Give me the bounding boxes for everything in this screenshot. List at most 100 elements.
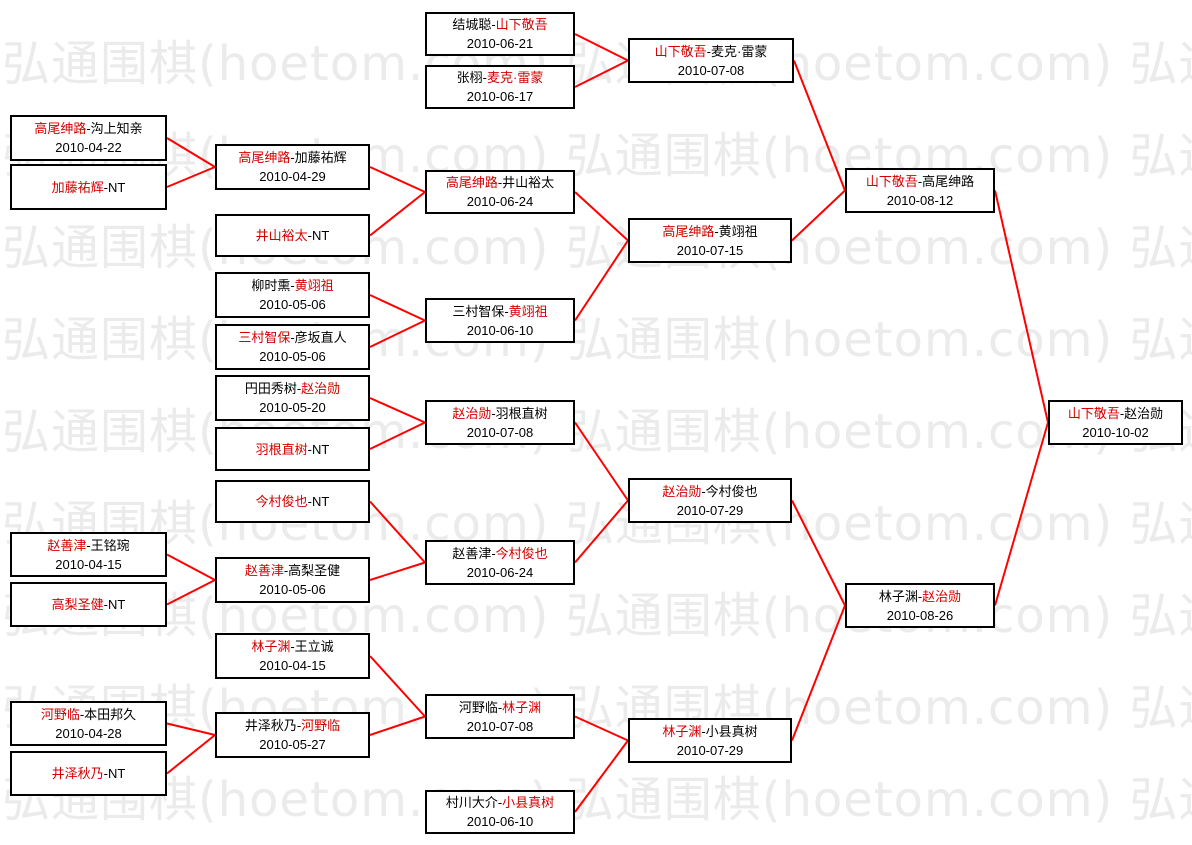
match-box: 高尾绅路-沟上知亲 2010-04-22 <box>10 115 167 161</box>
match-players: 井泽秋乃-NT <box>52 764 126 783</box>
separator: - <box>296 381 302 396</box>
player2-name: 沟上知亲 <box>90 121 143 136</box>
match-players: 赵治勋-今村俊也 <box>662 482 757 501</box>
match-box: 高梨圣健-NT <box>10 582 167 627</box>
player2-name: 黄翊祖 <box>508 303 548 319</box>
match-box: 井山裕太-NT <box>215 214 370 257</box>
match-players: 赵善津-王铭琬 <box>47 536 129 555</box>
match-date: 2010-06-17 <box>466 89 534 104</box>
separator: - <box>917 588 923 604</box>
match-box: 山下敬吾-赵治勋 2010-10-02 <box>1048 400 1183 445</box>
match-box: 三村智保-彦坂直人 2010-05-06 <box>215 324 370 370</box>
player2-name: 羽根直树 <box>495 405 548 421</box>
player2-name: 赵治勋 <box>301 381 341 396</box>
player1-name: 高尾绅路 <box>238 150 291 165</box>
player1-name: 高尾绅路 <box>34 121 87 136</box>
player2-name: 麦克·雷蒙 <box>711 43 768 59</box>
player2-name: 王铭琬 <box>90 537 130 553</box>
match-players: 円田秀树-赵治勋 <box>245 379 340 398</box>
player1-name: 结城聪 <box>452 17 492 32</box>
player1-name: 羽根直树 <box>255 441 308 457</box>
separator: - <box>706 43 711 59</box>
player1-name: 今村俊也 <box>255 494 308 509</box>
match-box: 山下敬吾-高尾绅路 2010-08-12 <box>845 168 995 213</box>
match-players: 山下敬吾-高尾绅路 <box>866 172 974 191</box>
match-players: 井山裕太-NT <box>256 226 330 245</box>
player2-name: NT <box>108 766 126 781</box>
separator: - <box>103 179 108 195</box>
separator: - <box>504 303 509 319</box>
player1-name: 赵善津 <box>452 545 492 561</box>
match-date: 2010-10-02 <box>1082 424 1149 440</box>
match-date: 2010-05-06 <box>259 297 326 312</box>
player2-name: 林子渊 <box>502 699 542 715</box>
player1-name: 林子渊 <box>878 588 918 604</box>
player2-name: 河野临 <box>301 718 341 733</box>
player2-name: 彦坂直人 <box>294 330 347 345</box>
player2-name: 麦克·雷蒙 <box>487 70 544 85</box>
separator: - <box>714 223 719 239</box>
match-box: 赵善津-王铭琬 2010-04-15 <box>10 532 167 577</box>
separator: - <box>290 150 295 165</box>
player1-name: 赵善津 <box>47 537 87 553</box>
match-players: 高尾绅路-加藤祐辉 <box>238 148 346 167</box>
match-date: 2010-06-24 <box>466 564 534 580</box>
match-box: 赵治勋-羽根直树 2010-07-08 <box>425 400 575 445</box>
match-players: 林子渊-赵治勋 <box>879 587 961 606</box>
match-date: 2010-07-29 <box>676 502 744 518</box>
match-date: 2010-06-21 <box>466 36 534 51</box>
separator: - <box>290 639 295 654</box>
match-date: 2010-04-22 <box>55 140 122 155</box>
match-date: 2010-04-29 <box>259 169 326 184</box>
player1-name: 林子渊 <box>662 723 702 739</box>
match-box: 三村智保-黄翊祖 2010-06-10 <box>425 298 575 343</box>
player1-name: 赵治勋 <box>452 405 492 421</box>
player2-name: NT <box>312 228 330 243</box>
watermark-text: 弘通围棋(hoetom.com) 弘通围棋(hoetom.com) 弘通围棋(h… <box>2 496 1192 552</box>
separator: - <box>296 718 302 733</box>
match-players: 张栩-麦克·雷蒙 <box>457 68 544 87</box>
match-box: 井泽秋乃-NT <box>10 751 167 796</box>
separator: - <box>701 483 706 499</box>
watermark-text: 弘通围棋(hoetom.com) 弘通围棋(hoetom.com) 弘通围棋(h… <box>2 312 1192 368</box>
separator: - <box>497 795 503 810</box>
match-date: 2010-06-10 <box>466 322 534 338</box>
match-players: 山下敬吾-麦克·雷蒙 <box>655 42 768 61</box>
match-box: 今村俊也-NT <box>215 480 370 523</box>
match-date: 2010-05-06 <box>259 349 326 364</box>
match-players: 赵善津-高梨圣健 <box>245 561 340 580</box>
match-box: 张栩-麦克·雷蒙 2010-06-17 <box>425 65 575 109</box>
player2-name: 王立诚 <box>294 639 334 654</box>
match-date: 2010-04-15 <box>259 658 326 673</box>
player2-name: NT <box>108 179 126 195</box>
match-box: 加藤祐辉-NT <box>10 164 167 210</box>
match-players: 林子渊-王立诚 <box>251 637 333 656</box>
separator: - <box>86 537 91 553</box>
match-players: 加藤祐辉-NT <box>52 178 126 197</box>
match-box: 高尾绅路-黄翊祖 2010-07-15 <box>628 218 792 263</box>
match-date: 2010-05-06 <box>259 582 326 597</box>
separator: - <box>917 173 923 189</box>
match-box: 河野临-本田邦久 2010-04-28 <box>10 701 167 746</box>
player1-name: 林子渊 <box>251 639 291 654</box>
separator: - <box>497 699 503 715</box>
separator: - <box>701 723 706 739</box>
match-players: 三村智保-彦坂直人 <box>238 328 346 347</box>
match-box: 林子渊-王立诚 2010-04-15 <box>215 633 370 679</box>
match-date: 2010-07-08 <box>677 62 745 78</box>
match-date: 2010-06-10 <box>466 814 534 829</box>
match-date: 2010-04-28 <box>55 725 122 741</box>
match-box: 井泽秋乃-河野临 2010-05-27 <box>215 712 370 758</box>
separator: - <box>497 175 503 190</box>
match-box: 林子渊-赵治勋 2010-08-26 <box>845 583 995 628</box>
separator: - <box>307 441 312 457</box>
player2-name: 今村俊也 <box>705 483 758 499</box>
player2-name: 黄翊祖 <box>718 223 758 239</box>
player2-name: 黄翊祖 <box>294 278 334 293</box>
player2-name: 加藤祐辉 <box>294 150 347 165</box>
match-players: 井泽秋乃-河野临 <box>245 716 340 735</box>
player2-name: 今村俊也 <box>495 545 548 561</box>
player1-name: 河野临 <box>458 699 498 715</box>
separator: - <box>290 278 295 293</box>
player1-name: 井山裕太 <box>255 228 308 243</box>
